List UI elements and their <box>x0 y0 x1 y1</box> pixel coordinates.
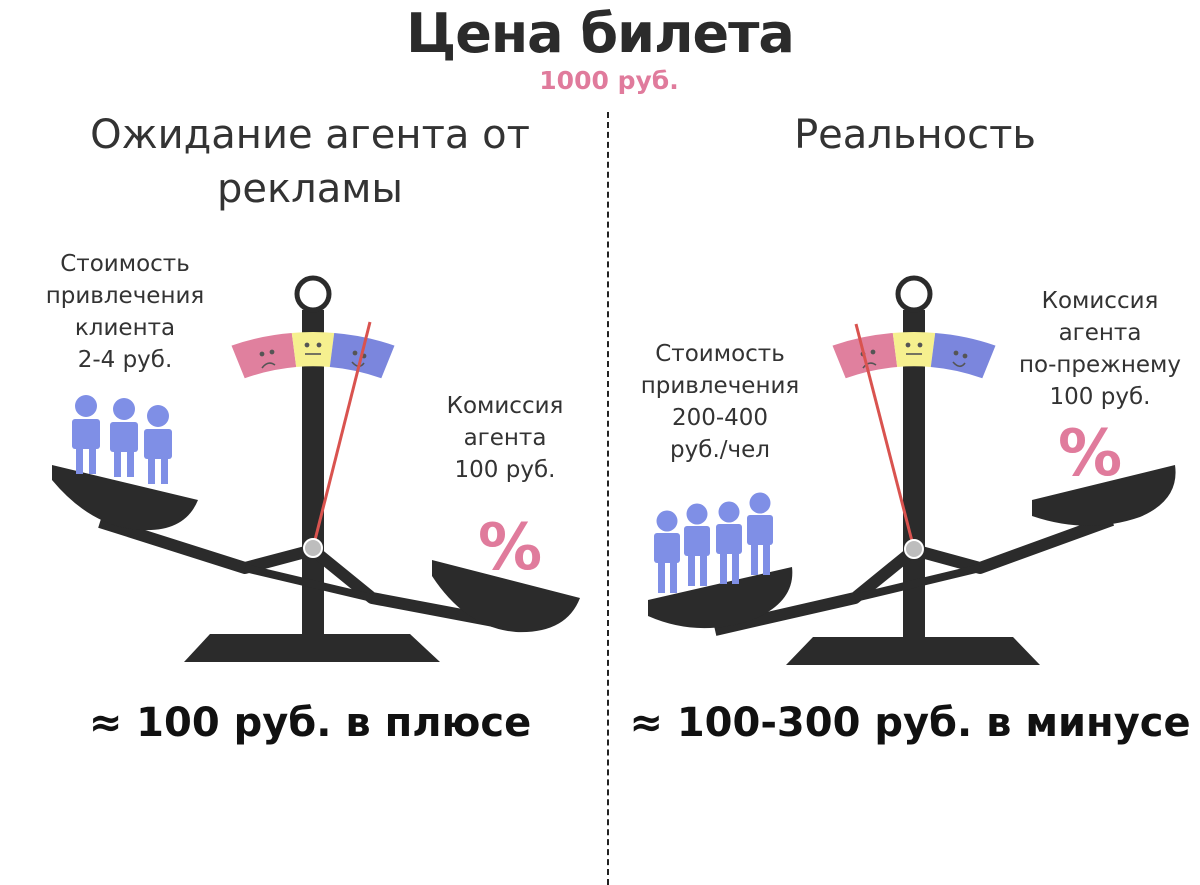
right-heading: Реальность <box>794 112 1036 158</box>
person-icon <box>716 501 742 584</box>
right-result: ≈ 100-300 руб. в минусе <box>629 700 1191 746</box>
right-cost-note: Стоимость привлечения 200-400 руб./чел <box>620 338 820 466</box>
right-commission-line: агента <box>1058 320 1142 346</box>
person-icon <box>747 492 773 575</box>
gauge-sad-segment <box>231 333 297 379</box>
left-scale-illustration <box>52 275 580 662</box>
center-divider <box>607 112 609 885</box>
right-needle <box>854 323 916 550</box>
right-commission-line: Комиссия <box>1041 288 1159 314</box>
left-commission-line: агента <box>463 425 547 451</box>
page-title: Цена билета <box>406 2 795 65</box>
left-percent-sign: % <box>477 511 543 585</box>
right-commission-line: 100 руб. <box>1049 384 1151 410</box>
left-scale-ring <box>294 275 332 313</box>
left-cost-note: Стоимость привлечения клиента 2-4 руб. <box>20 248 230 376</box>
right-cost-line: руб./чел <box>670 437 770 463</box>
left-cost-line: 2-4 руб. <box>77 347 173 373</box>
left-commission-line: Комиссия <box>446 393 564 419</box>
right-scale-beam-bar <box>854 564 981 602</box>
right-percent-sign: % <box>1057 417 1123 491</box>
sad-face-icon <box>259 349 276 369</box>
right-cost-line: 200-400 <box>671 405 769 431</box>
happy-face-icon <box>952 350 968 368</box>
person-icon <box>654 510 680 593</box>
left-cost-line: Стоимость <box>60 251 190 277</box>
left-heading: Ожидание агента от рекламы <box>40 108 580 216</box>
gauge-neutral-segment <box>892 332 936 367</box>
left-scale-beam-bar <box>244 564 373 602</box>
person-icon <box>684 503 710 586</box>
right-cost-line: привлечения <box>640 373 800 399</box>
left-pivot <box>303 538 323 558</box>
right-people-group <box>654 492 773 593</box>
right-pan <box>432 560 580 633</box>
left-pan <box>52 465 198 531</box>
gauge-neutral-segment <box>291 332 335 367</box>
left-needle <box>311 321 372 549</box>
right-commission-note: Комиссия агента по-прежнему 100 руб. <box>1000 285 1200 413</box>
neutral-face-icon <box>905 342 923 355</box>
right-pan <box>1032 465 1176 526</box>
person-icon <box>110 398 138 477</box>
right-scale-illustration <box>648 275 1176 665</box>
left-commission-note: Комиссия агента 100 руб. <box>415 390 595 486</box>
right-pivot <box>904 539 924 559</box>
left-people-group <box>72 395 172 484</box>
left-cost-line: привлечения <box>45 283 205 309</box>
right-commission-line: по-прежнему <box>1018 352 1182 378</box>
neutral-face-icon <box>304 342 322 355</box>
left-cost-line: клиента <box>74 315 176 341</box>
left-commission-line: 100 руб. <box>454 457 556 483</box>
right-cost-line: Стоимость <box>655 341 785 367</box>
ticket-price: 1000 руб. <box>539 66 679 95</box>
person-icon <box>144 405 172 484</box>
left-heading-line2: рекламы <box>217 166 403 212</box>
left-result: ≈ 100 руб. в плюсе <box>88 700 532 746</box>
right-scale-base <box>786 637 1040 665</box>
left-pan <box>648 567 793 629</box>
person-icon <box>72 395 100 474</box>
right-scale-ring <box>895 275 933 313</box>
left-scale-base <box>184 634 440 662</box>
left-heading-line1: Ожидание агента от <box>90 112 530 158</box>
